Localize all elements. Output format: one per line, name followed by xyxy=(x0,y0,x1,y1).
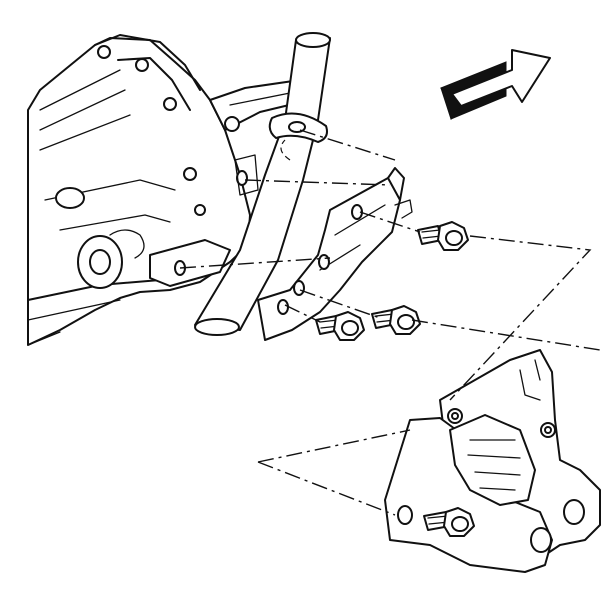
transmission-mount xyxy=(384,349,601,573)
bracket-bolt-lower-right xyxy=(371,305,421,335)
front-direction-arrow-icon xyxy=(440,49,551,120)
mount-bolt xyxy=(423,507,475,537)
alignment-lines xyxy=(179,129,601,516)
bracket-bolt-upper xyxy=(417,221,469,251)
transmission-mount-bracket xyxy=(257,167,413,341)
exhaust-pipe xyxy=(194,32,331,336)
bracket-bolt-lower-left xyxy=(315,311,365,341)
transmission-case xyxy=(27,34,311,346)
